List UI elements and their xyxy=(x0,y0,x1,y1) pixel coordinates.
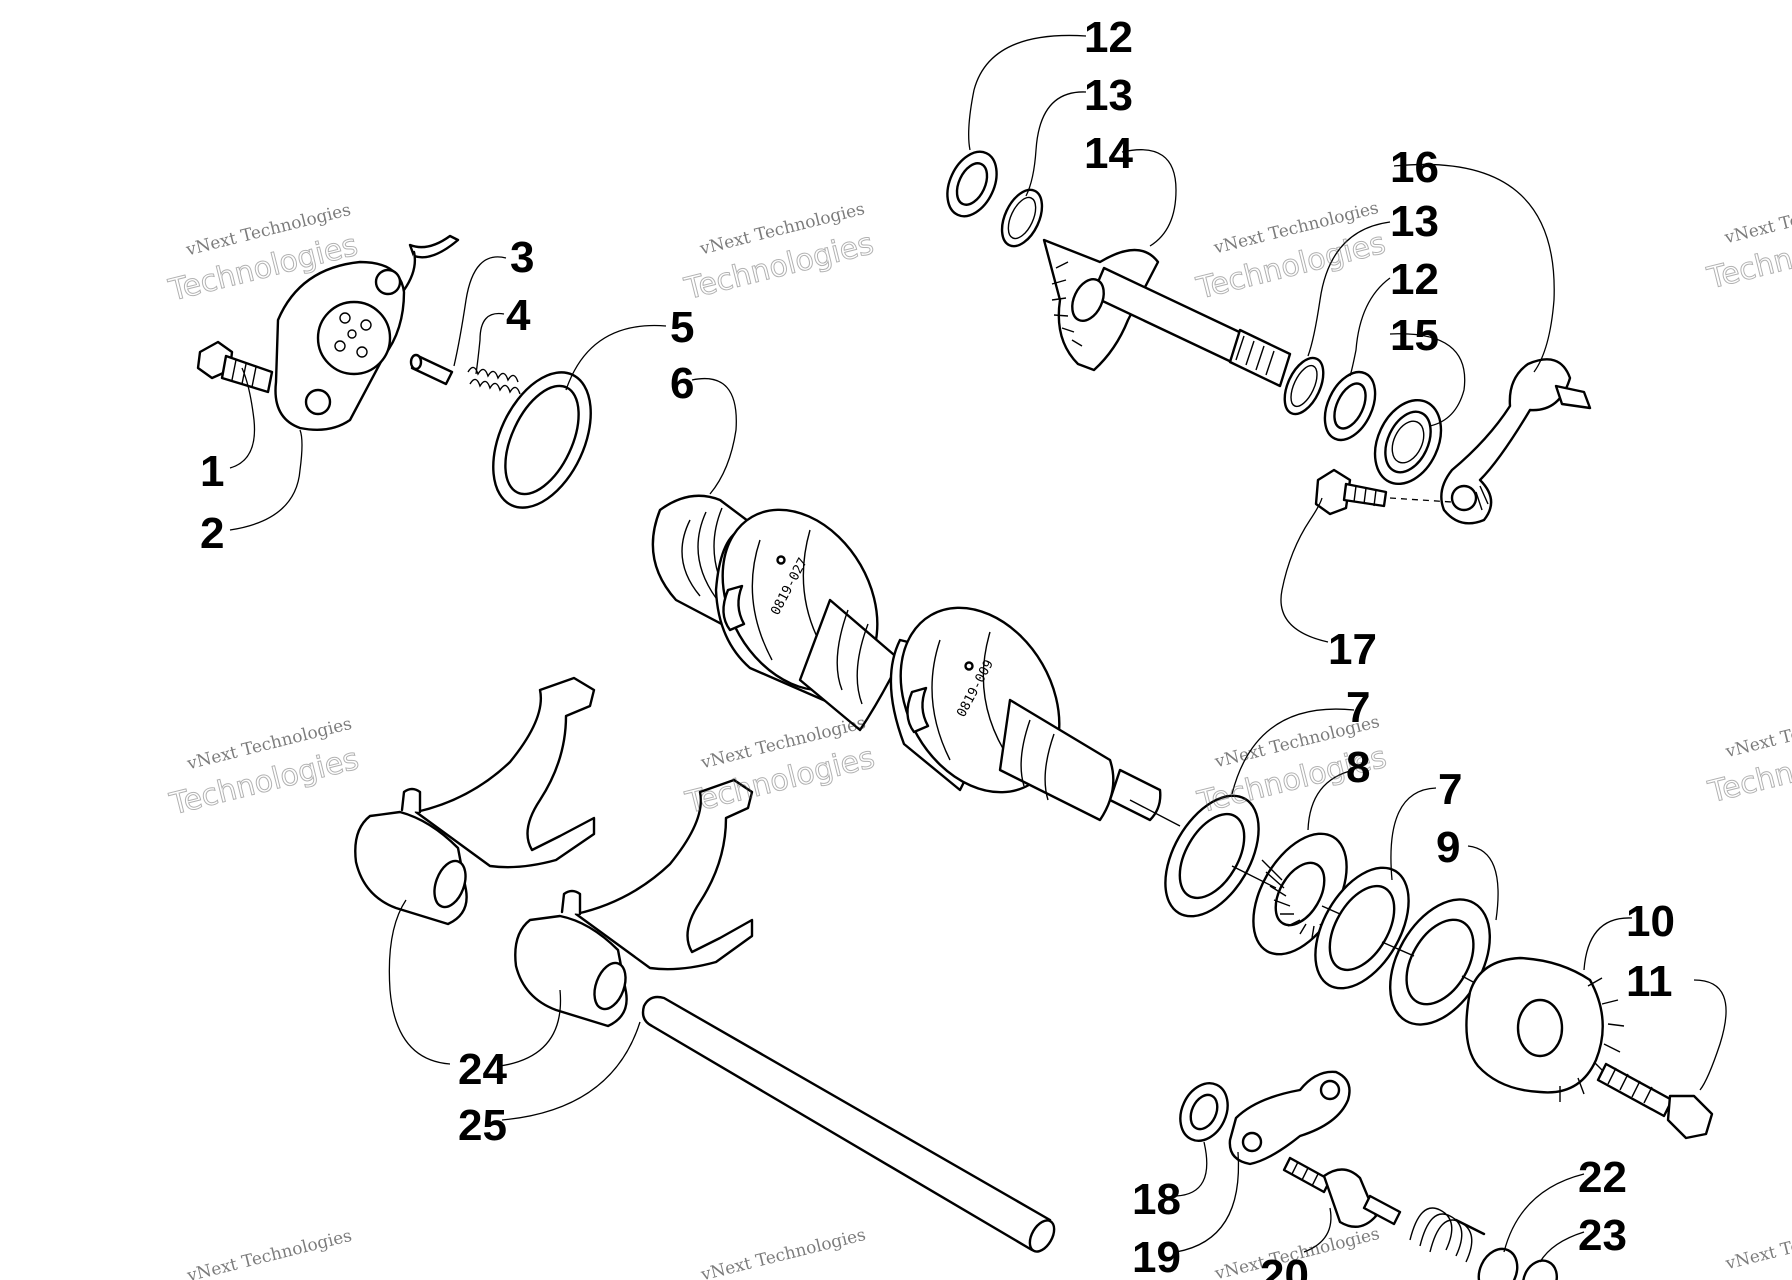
watermark: vNext Technologies Technologies xyxy=(1704,702,1792,811)
callout-22: 22 xyxy=(1578,1153,1627,1202)
part-shift-shaft-14 xyxy=(1042,238,1292,388)
leader-lines xyxy=(229,34,1727,1263)
part-washer-9 xyxy=(1389,898,1491,1026)
callout-16: 16 xyxy=(1390,143,1439,192)
part-washer-7-b xyxy=(1314,866,1410,990)
callout-4: 4 xyxy=(506,291,531,340)
callout-15: 15 xyxy=(1390,311,1439,360)
callout-1: 1 xyxy=(200,447,224,496)
part-link-19 xyxy=(1228,1070,1351,1166)
callout-13b: 13 xyxy=(1390,197,1439,246)
part-pin-3 xyxy=(409,353,454,386)
part-washer-12-lower xyxy=(1323,370,1377,442)
callout-3: 3 xyxy=(510,233,534,282)
callout-12b: 12 xyxy=(1390,255,1439,304)
watermark: vNext Technologies Technologies xyxy=(680,199,877,308)
part-clip-13-lower xyxy=(1283,356,1325,416)
part-clip-13-top xyxy=(1000,188,1044,248)
callout-12a: 12 xyxy=(1084,13,1133,62)
callout-24: 24 xyxy=(458,1045,507,1094)
part-washer-5 xyxy=(492,371,592,509)
callout-8: 8 xyxy=(1346,743,1370,792)
callout-17: 17 xyxy=(1328,625,1377,674)
part-sensor-2 xyxy=(274,234,460,431)
part-gear-10 xyxy=(1465,956,1625,1102)
part-bolt-1 xyxy=(196,340,274,394)
part-spring-4 xyxy=(467,366,521,395)
callout-9: 9 xyxy=(1436,823,1460,872)
watermark: vNext Technologies Technologies xyxy=(165,714,362,823)
part-stud-20 xyxy=(1282,1156,1402,1228)
callout-14: 14 xyxy=(1084,129,1133,178)
part-shift-arm-16 xyxy=(1440,358,1592,525)
parts-drawing: 0819-027 0819-009 xyxy=(196,34,1727,1280)
callout-7b: 7 xyxy=(1438,765,1462,814)
svg-text:vNext Technologies: vNext Technologies xyxy=(698,1225,868,1280)
assembly-axis-line xyxy=(1129,799,1489,991)
watermark: vNext Technologies Technologies xyxy=(1192,198,1389,307)
callout-2: 2 xyxy=(200,509,224,558)
watermark: vNext Technologies xyxy=(698,1225,868,1280)
part-washer-18 xyxy=(1179,1082,1229,1142)
callout-19: 19 xyxy=(1132,1233,1181,1280)
callout-13a: 13 xyxy=(1084,71,1133,120)
callout-11: 11 xyxy=(1626,957,1673,1006)
callout-18: 18 xyxy=(1132,1175,1181,1224)
part-shift-fork-24-upper xyxy=(354,676,596,926)
watermark: vNext Technologies xyxy=(1723,1214,1792,1275)
part-bolt-17 xyxy=(1314,468,1453,516)
callout-23: 23 xyxy=(1578,1211,1627,1260)
callout-20: 20 xyxy=(1260,1251,1309,1280)
callout-25: 25 xyxy=(458,1101,507,1150)
watermark: vNext Technologies xyxy=(184,1226,354,1280)
svg-text:vNext Technologies: vNext Technologies xyxy=(184,1226,354,1280)
callout-6: 6 xyxy=(670,359,694,408)
callout-labels: 1 2 3 4 5 6 7 8 7 9 10 11 12 13 14 13 12… xyxy=(200,13,1675,1280)
svg-text:vNext Technologies: vNext Technologies xyxy=(1722,188,1792,249)
part-washer-23 xyxy=(1477,1247,1558,1280)
watermark: vNext Technologies Technologies xyxy=(1703,188,1792,297)
callout-5: 5 xyxy=(670,303,694,352)
callout-10: 10 xyxy=(1626,897,1675,946)
part-shift-fork-24-lower xyxy=(514,778,754,1028)
part-bolt-11 xyxy=(1596,1062,1714,1140)
part-spring-22 xyxy=(1409,1207,1486,1263)
part-seal-15 xyxy=(1373,398,1443,486)
svg-text:vNext Technologies: vNext Technologies xyxy=(1723,1214,1792,1275)
watermark: vNext Technologies Technologies xyxy=(681,713,878,822)
part-washer-7-a xyxy=(1164,794,1260,918)
callout-7a: 7 xyxy=(1346,683,1370,732)
part-washer-12-top xyxy=(946,150,998,218)
part-fork-shaft-25 xyxy=(641,995,1056,1253)
part-shift-drum-6 xyxy=(651,494,1162,822)
svg-text:vNext Technologies: vNext Technologies xyxy=(1723,702,1792,763)
